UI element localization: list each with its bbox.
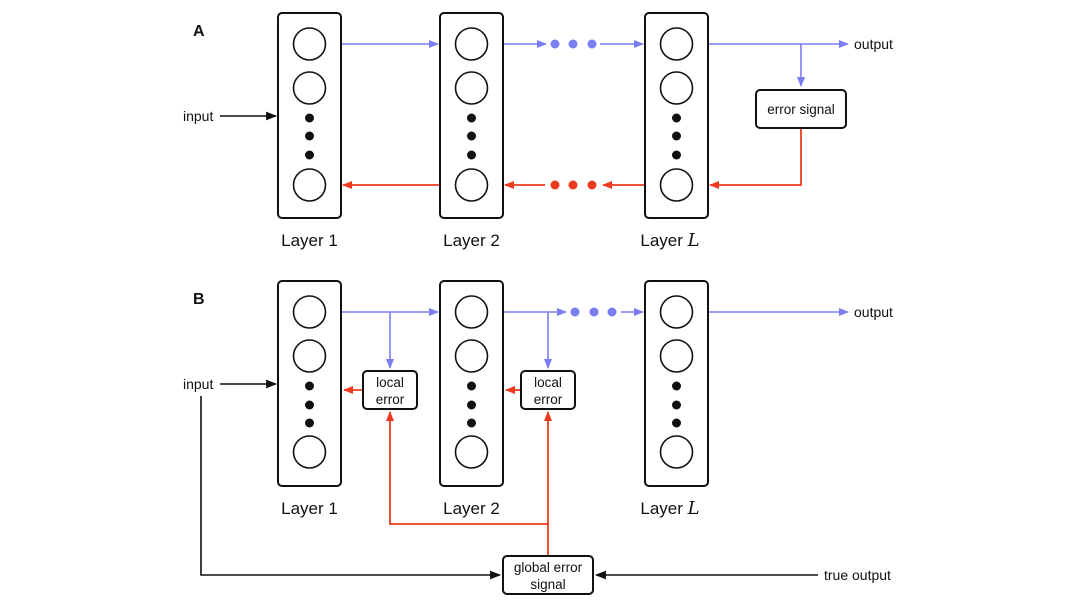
panel-b: B Layer 1 Lay	[183, 280, 893, 595]
global-to-local-arrow	[386, 411, 549, 556]
layer-l-label: Layer L	[640, 230, 699, 251]
neuron	[454, 168, 489, 202]
neuron	[659, 339, 694, 373]
panel-a: A Layer	[183, 12, 893, 251]
neuron	[659, 295, 694, 329]
ellipsis-dot	[672, 418, 681, 428]
panel-a-layer-2	[439, 12, 504, 219]
neuron	[659, 27, 694, 61]
layer-2-label: Layer 2	[443, 231, 500, 250]
neuron	[454, 295, 489, 329]
backward-ellipsis-dot	[550, 180, 560, 190]
input-label: input	[183, 376, 213, 392]
global-error-text: signal	[530, 577, 565, 592]
neuron	[454, 339, 489, 373]
neuron	[292, 27, 327, 61]
neuron	[292, 295, 327, 329]
ellipsis-dot	[672, 150, 681, 160]
ellipsis-dot	[305, 131, 314, 141]
ellipsis-dot	[672, 381, 681, 391]
local-error-box	[520, 370, 576, 410]
forward-ellipsis-dot	[570, 307, 580, 317]
forward-ellipsis-dot	[550, 39, 560, 49]
local-error-text: error	[534, 392, 563, 407]
layer-1-label: Layer 1	[281, 499, 338, 518]
layer-1-label: Layer 1	[281, 231, 338, 250]
neuron	[292, 339, 327, 373]
ellipsis-dot	[467, 418, 476, 428]
neuron	[292, 71, 327, 105]
local-error-box-1: local error	[362, 370, 418, 410]
true-output-label: true output	[824, 567, 891, 583]
forward-ellipsis-dot	[607, 307, 617, 317]
error-feedback-arrow	[709, 129, 802, 189]
panel-a-layer-1	[277, 12, 342, 219]
ellipsis-dot	[467, 400, 476, 410]
backward-ellipsis-dot	[568, 180, 578, 190]
neuron	[454, 71, 489, 105]
ellipsis-dot	[467, 131, 476, 141]
panel-b-layer-2	[439, 280, 504, 487]
global-error-box	[502, 555, 594, 595]
backward-ellipsis-dot	[587, 180, 597, 190]
neuron	[659, 71, 694, 105]
panel-b-layer-1	[277, 280, 342, 487]
local-error-text: local	[534, 375, 562, 390]
input-label: input	[183, 108, 213, 124]
ellipsis-dot	[467, 113, 476, 123]
neuron	[659, 435, 694, 469]
input-to-global-arrow	[200, 396, 502, 580]
local-error-box-2: local error	[520, 370, 576, 410]
ellipsis-dot	[672, 400, 681, 410]
layer-2-label: Layer 2	[443, 499, 500, 518]
neuron	[454, 435, 489, 469]
panel-b-layer-l	[644, 280, 709, 487]
error-signal-box	[755, 89, 847, 129]
local-error-text: local	[376, 375, 404, 390]
neuron	[659, 168, 694, 202]
neuron	[454, 27, 489, 61]
layer-l-label: Layer L	[640, 498, 699, 519]
local-error-text: error	[376, 392, 405, 407]
panel-a-label: A	[193, 23, 205, 40]
neuron	[292, 435, 327, 469]
ellipsis-dot	[672, 131, 681, 141]
panel-b-label: B	[193, 291, 205, 308]
forward-ellipsis-dot	[589, 307, 599, 317]
ellipsis-dot	[467, 381, 476, 391]
neuron	[292, 168, 327, 202]
ellipsis-dot	[305, 150, 314, 160]
forward-ellipsis-dot	[587, 39, 597, 49]
ellipsis-dot	[305, 381, 314, 391]
local-error-box	[362, 370, 418, 410]
forward-ellipsis-dot	[568, 39, 578, 49]
global-error-text: global error	[514, 560, 583, 575]
panel-a-layer-l	[644, 12, 709, 219]
output-label: output	[854, 304, 893, 320]
error-signal-label: error signal	[767, 102, 835, 117]
output-label: output	[854, 36, 893, 52]
ellipsis-dot	[467, 150, 476, 160]
ellipsis-dot	[305, 418, 314, 428]
ellipsis-dot	[672, 113, 681, 123]
ellipsis-dot	[305, 400, 314, 410]
ellipsis-dot	[305, 113, 314, 123]
